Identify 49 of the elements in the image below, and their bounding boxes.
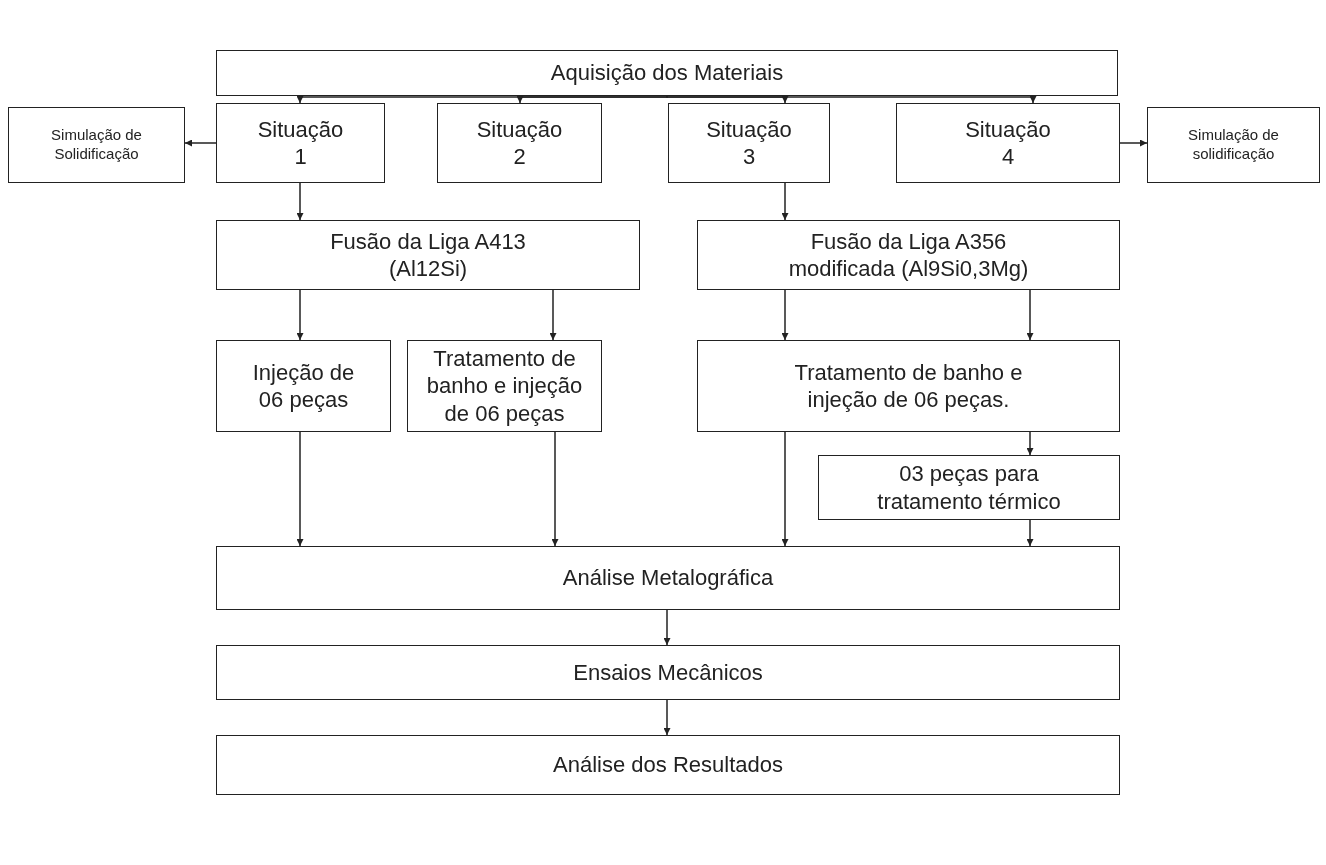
box-label: Análise Metalográfica — [562, 564, 774, 592]
arrow — [549, 289, 557, 341]
box-label: Injeção de 06 peças — [251, 358, 356, 414]
process-box — [697, 340, 1120, 432]
arrow — [663, 609, 671, 646]
arrow — [666, 95, 1037, 104]
box-label: Ensaios Mecânicos — [573, 658, 763, 687]
process-box — [8, 107, 185, 183]
arrow — [1026, 431, 1034, 456]
arrow — [551, 431, 559, 547]
arrow — [296, 289, 304, 341]
box-label: Situação 4 — [964, 115, 1052, 171]
box-label: Situação 2 — [475, 115, 564, 171]
process-box — [216, 546, 1120, 610]
process-box — [407, 340, 602, 432]
box-label: Aquisição dos Materiais — [550, 59, 784, 87]
arrow — [184, 139, 217, 147]
box-label: Situação 3 — [705, 115, 793, 171]
box-label: Tratamento de banho e injeção de 06 peças — [425, 344, 584, 428]
arrow — [296, 431, 304, 547]
process-box — [216, 340, 391, 432]
process-box — [437, 103, 602, 183]
process-box — [1147, 107, 1320, 183]
box-label: Tratamento de banho e injeção de 06 peças. — [793, 358, 1024, 414]
box-label: Análise dos Resultados — [553, 751, 783, 779]
arrow — [1026, 519, 1034, 547]
arrow — [516, 95, 668, 104]
arrow — [781, 431, 789, 547]
arrow — [1119, 139, 1148, 147]
process-box — [216, 103, 385, 183]
box-label: 03 peças para tratamento térmico — [876, 460, 1062, 515]
process-box — [216, 645, 1120, 700]
process-box — [668, 103, 830, 183]
box-label: Simulação de solidificação — [1187, 126, 1280, 164]
arrow — [781, 182, 789, 221]
process-box — [216, 735, 1120, 795]
process-box — [896, 103, 1120, 183]
box-label: Fusão da Liga A356 modificada (Al9Si0,3Mg) — [787, 227, 1030, 283]
box-label: Simulação de Solidificação — [50, 126, 143, 164]
process-box — [818, 455, 1120, 520]
process-box — [216, 50, 1118, 96]
box-label: Fusão da Liga A413 (Al12Si) — [329, 227, 527, 283]
process-box — [216, 220, 640, 290]
box-label: Situação 1 — [256, 115, 345, 171]
arrow — [296, 182, 304, 221]
arrow — [663, 699, 671, 736]
process-box — [697, 220, 1120, 290]
arrow — [1026, 289, 1034, 341]
arrow — [781, 289, 789, 341]
